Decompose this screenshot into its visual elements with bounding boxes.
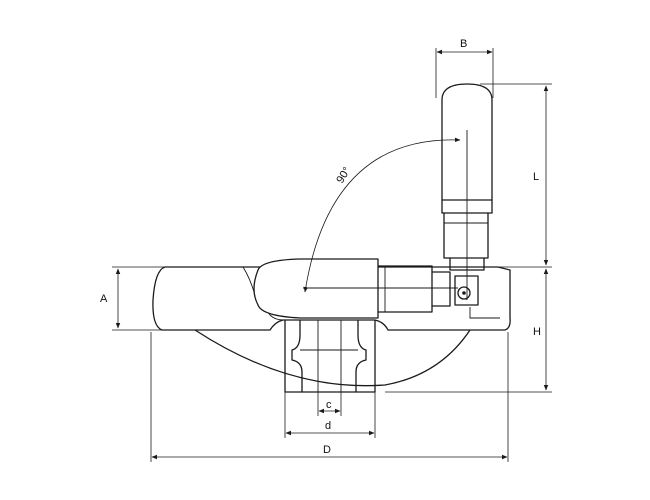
angle-label: 90° <box>334 165 353 185</box>
dimension-c-label: c <box>326 399 332 411</box>
handle-upright <box>441 83 493 300</box>
dimension-d: d <box>284 392 376 438</box>
dimension-B-label: B <box>460 38 467 50</box>
hub <box>284 319 376 393</box>
wheel-rim-arc <box>194 329 471 387</box>
dimension-L: L <box>480 83 552 268</box>
dimension-B: B <box>435 38 494 98</box>
dimension-H: H <box>385 268 552 393</box>
dimension-D-label: D <box>323 444 331 456</box>
pivot <box>454 275 479 306</box>
dimension-c: c <box>317 392 342 416</box>
dimension-D: D <box>150 332 509 462</box>
dimension-d-label: d <box>325 420 331 432</box>
rotation-arc <box>303 137 461 293</box>
dimension-L-label: L <box>533 171 539 183</box>
dimension-H-label: H <box>533 326 541 338</box>
dimension-A: A <box>100 266 165 331</box>
dimension-A-label: A <box>100 293 108 305</box>
